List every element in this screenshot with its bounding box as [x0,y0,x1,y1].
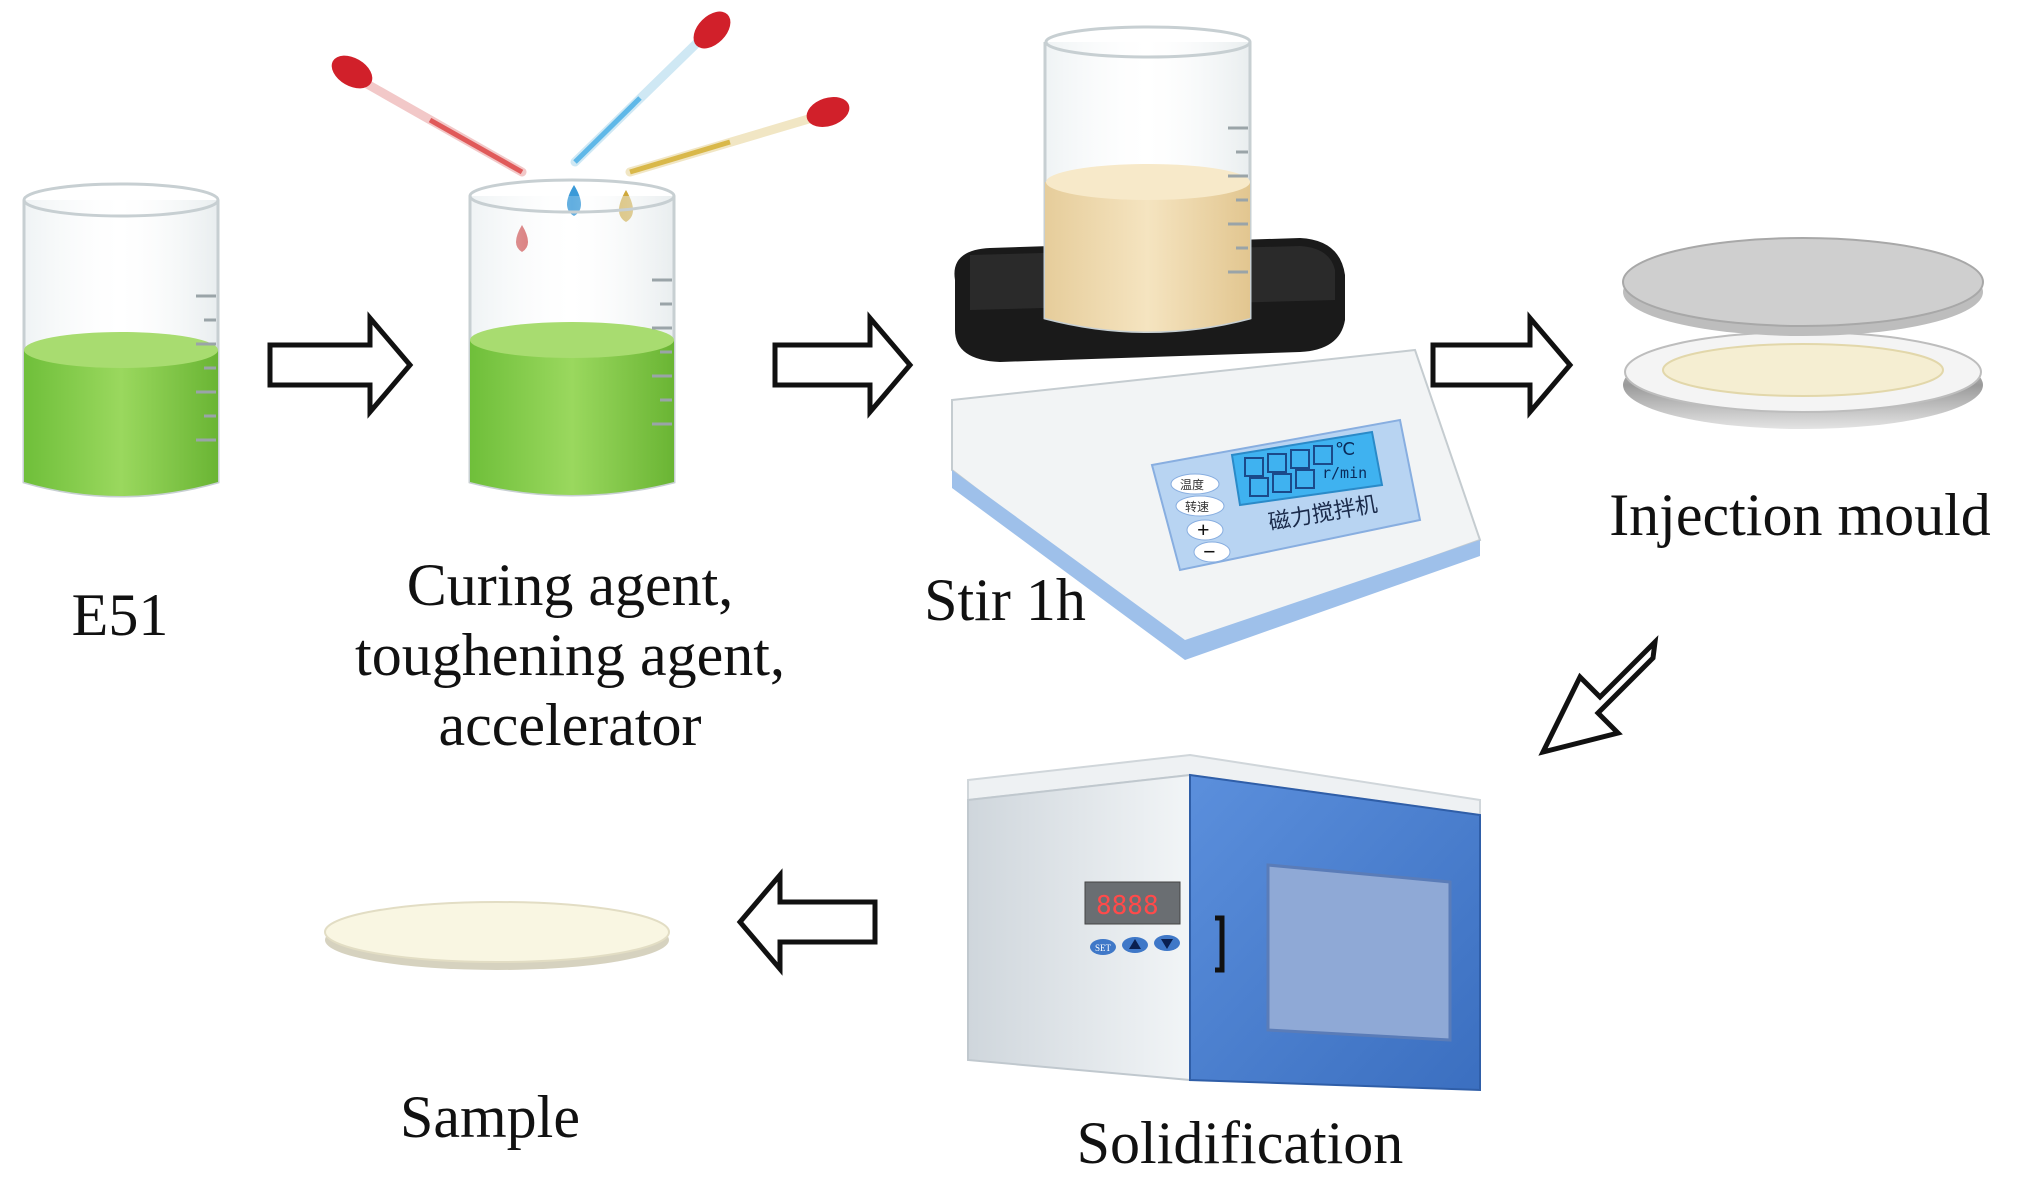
oven-display-text: 8888 [1096,891,1159,921]
speed-button-label: 转速 [1185,499,1209,514]
sample-disc [324,901,670,970]
arrow-right-1 [267,311,414,419]
label-additives-line1: Curing agent, [406,552,734,618]
pipette-yellow [625,97,850,177]
minus-button-label: − [1203,539,1216,564]
minus-button [1193,541,1231,563]
drying-oven: 8888 SET [967,753,1481,1092]
temp-button [1170,473,1220,495]
label-injection-mould: Injection mould [1609,482,1991,548]
graduation-marks [196,294,216,442]
label-sample: Sample [400,1084,580,1150]
plus-button-label: + [1197,517,1210,542]
e51-beaker [22,182,220,498]
unit-temp: ℃ [1335,439,1355,460]
oven-set-button [1090,939,1116,955]
label-stir: Stir 1h [924,567,1086,633]
label-additives-line2: toughening agent, [355,622,785,688]
oven-window [1266,863,1452,1042]
temp-button-label: 温度 [1180,477,1204,492]
magnetic-stirrer: ℃ r/min 温度 转速 + − 磁力搅拌机 [951,25,1482,660]
plus-button [1186,519,1224,541]
unit-speed: r/min [1322,464,1367,482]
speed-button [1175,495,1225,517]
pipette-blue [570,11,731,167]
injection-mould [1622,237,1984,429]
label-e51: E51 [71,582,169,648]
label-solidification: Solidification [1076,1110,1404,1176]
door-handle [1215,915,1225,973]
mixture-liquid [1045,182,1250,332]
oven-display [1084,881,1181,925]
oven-set-label: SET [1095,943,1112,953]
arrow-diagonal [1538,635,1659,756]
label-additives: Curing agent, toughening agent, accelera… [330,550,810,760]
label-additives-line3: accelerator [438,692,702,758]
arrow-right-2 [772,311,914,419]
arrow-right-3 [1430,311,1574,419]
resin-liquid [24,350,218,496]
pipette-red [331,55,527,177]
arrow-left [736,868,878,976]
mixing-beaker [468,178,676,497]
